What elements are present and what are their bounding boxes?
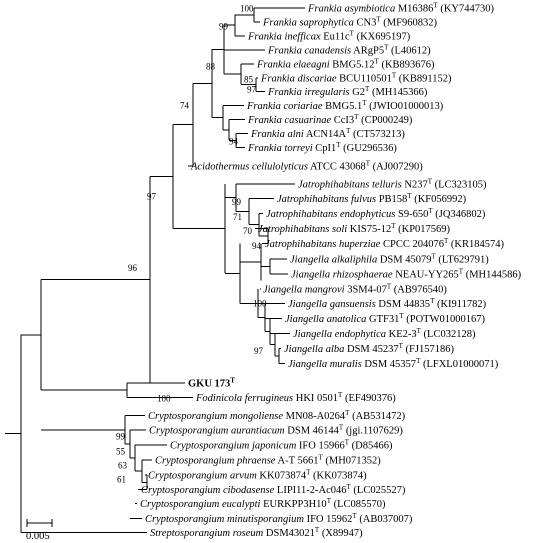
bootstrap-value: 55 [116,446,126,456]
taxon-label: Jatrophihabitans soli KIS75-12T (KP01756… [258,222,451,235]
taxon-label: Frankia irregularis G2T (MH145366) [267,85,428,98]
taxon-label: Frankia coriariae BMG5.1T (JWIO01000013) [246,99,444,112]
taxon-label: Acidothermus cellulolyticus ATCC 43068T … [190,160,423,173]
taxon-label: Streptosporangium roseum DSM43021T (X899… [150,526,363,539]
taxon-label: Jiangella rhizosphaerae NEAU-YY265T (MH1… [291,267,522,280]
taxon-label: Jiangella anatolica GTF31T (POTW01000167… [285,312,485,325]
bootstrap-value: 99 [116,432,126,442]
taxon-label: Cryptosporangium japonicum IFO 15966T (D… [170,439,393,452]
taxon-label: Frankia inefficax Eu11cT (KX695197) [247,29,411,42]
taxon-label: Jiangella endophytica KE2-3T (LC032128) [293,327,476,340]
taxon-label: Cryptosporangium mongoliense MN08-A0264T… [148,409,406,422]
taxon-label: Jiangella alkaliphila DSM 45079T (LT6297… [290,253,489,266]
taxon-label: Frankia casuarinae CcI3T (CP000249) [247,113,413,126]
taxon-label: Cryptosporangium cibodasense LIPI11-2-Ac… [141,483,406,496]
taxon-label: Cryptosporangium phraense A-T 5661T (MH0… [155,453,381,466]
bootstrap-value: 100 [253,299,267,309]
bootstrap-value: 88 [206,61,216,71]
bootstrap-value: 70 [243,226,253,236]
taxon-label: Jatrophihabitans huperziae CPCC 204076T … [265,237,505,250]
taxon-label: Cryptosporangium minutisporangium IFO 15… [145,512,413,525]
scale-bar-label: 0.005 [26,531,50,542]
taxon-label: Frankia canadensis ARgP5T (L40612) [267,43,431,56]
taxon-label: Jiangella mangrovi 3SM4-07T (AB976540) [263,282,447,295]
bootstrap-values: 1009985978894749971709497100979610099556… [116,4,267,485]
taxon-label: Jiangella alba DSM 45237T (FJ157186) [284,342,454,355]
taxon-label: Frankia saprophytica CN3T (MF960832) [262,15,437,28]
bootstrap-value: 99 [219,21,229,31]
bootstrap-value: 61 [117,474,126,484]
bootstrap-value: 97 [254,346,264,356]
taxon-label: Frankia discariae BCU110501T (KB891152) [260,71,452,84]
taxon-label: Frankia asymbiotica M16386T (KY744730) [307,2,494,15]
bootstrap-value: 100 [157,393,171,403]
taxon-label: Jatrophihabitans fulvus PB158T (KF056992… [277,192,467,205]
taxon-label: Frankia elaeagni BMG5.12T (KB893676) [256,57,435,70]
scale-bar: 0.005 [26,519,53,542]
taxon-label: GKU 173T [188,376,235,389]
taxon-label: Jiangella gansuensis DSM 44835T (KI91178… [288,297,487,310]
bootstrap-value: 96 [128,263,138,273]
tree-branches [5,7,305,534]
taxon-label: Jatrophihabitans telluris N237T (LC32310… [298,177,487,190]
bootstrap-value: 74 [180,100,190,110]
taxon-label: Frankia torreyi CpI1T (GU296536) [247,141,397,154]
taxon-label: Cryptosporangium aurantiacum DSM 46144T … [149,424,403,437]
bootstrap-value: 85 [244,74,254,84]
taxon-label: Jatrophihabitans endophyticus S9-650T (J… [266,207,486,220]
bootstrap-value: 100 [240,4,254,14]
bootstrap-value: 94 [229,137,239,147]
bootstrap-value: 94 [252,241,262,251]
bootstrap-value: 97 [147,192,157,202]
taxon-label: Fodinicola ferrugineus HKI 0501T (EF4903… [195,391,396,404]
taxon-labels: Frankia asymbiotica M16386T (KY744730)Fr… [140,2,522,540]
bootstrap-value: 63 [118,460,128,470]
taxon-label: Frankia alni ACN14AT (CT573213) [250,127,405,140]
taxon-label: Cryptosporangium eucalypti EURKPP3H10T (… [140,497,386,510]
bootstrap-value: 97 [247,85,257,95]
bootstrap-value: 71 [233,212,242,222]
bootstrap-value: 99 [232,197,242,207]
taxon-label: Jiangella muralis DSM 45357T (LFXL010000… [288,357,499,370]
taxon-label: Cryptosporangium arvum KK073874T (KK0738… [148,468,367,481]
